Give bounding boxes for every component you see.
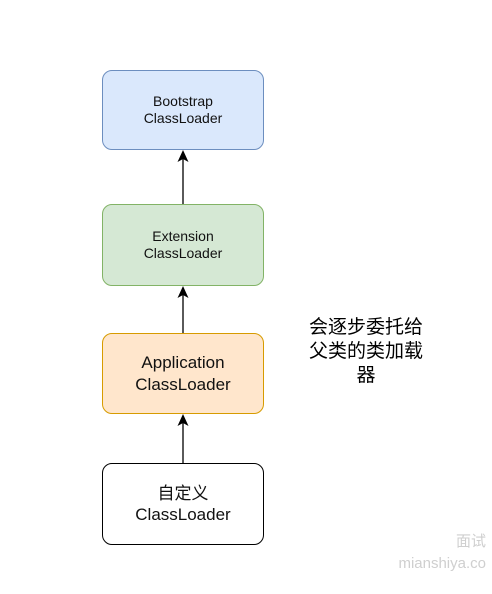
application-box-line1: Application bbox=[141, 353, 225, 373]
application-classloader-box: Application ClassLoader bbox=[102, 333, 264, 414]
custom-classloader-box: 自定义 ClassLoader bbox=[102, 463, 264, 545]
arrow-application-to-extension bbox=[177, 286, 189, 333]
watermark-line2: mianshiya.co bbox=[398, 555, 486, 572]
custom-box-line2: ClassLoader bbox=[135, 505, 231, 524]
note-line3: 器 bbox=[356, 365, 376, 386]
watermark: 面试 mianshiya.co bbox=[398, 531, 486, 575]
application-box-line2: ClassLoader bbox=[135, 374, 231, 394]
arrow-custom-to-application bbox=[177, 414, 189, 463]
custom-box-line1: 自定义 bbox=[157, 483, 209, 503]
bootstrap-box-line2: ClassLoader bbox=[143, 110, 223, 126]
note-line2: 父类的类加载 bbox=[308, 341, 423, 362]
extension-box-line1: Extension bbox=[152, 227, 214, 244]
arrow-extension-to-bootstrap bbox=[177, 150, 189, 204]
bootstrap-box-line1: Bootstrap bbox=[153, 92, 213, 109]
note-line1: 会逐步委托给 bbox=[308, 317, 423, 338]
bootstrap-classloader-box: Bootstrap ClassLoader bbox=[102, 70, 264, 150]
extension-classloader-box: Extension ClassLoader bbox=[102, 204, 264, 286]
delegation-note: 会逐步委托给 父类的类加载 器 bbox=[296, 316, 436, 388]
extension-box-line2: ClassLoader bbox=[143, 245, 223, 261]
watermark-line1: 面试 bbox=[455, 533, 486, 550]
